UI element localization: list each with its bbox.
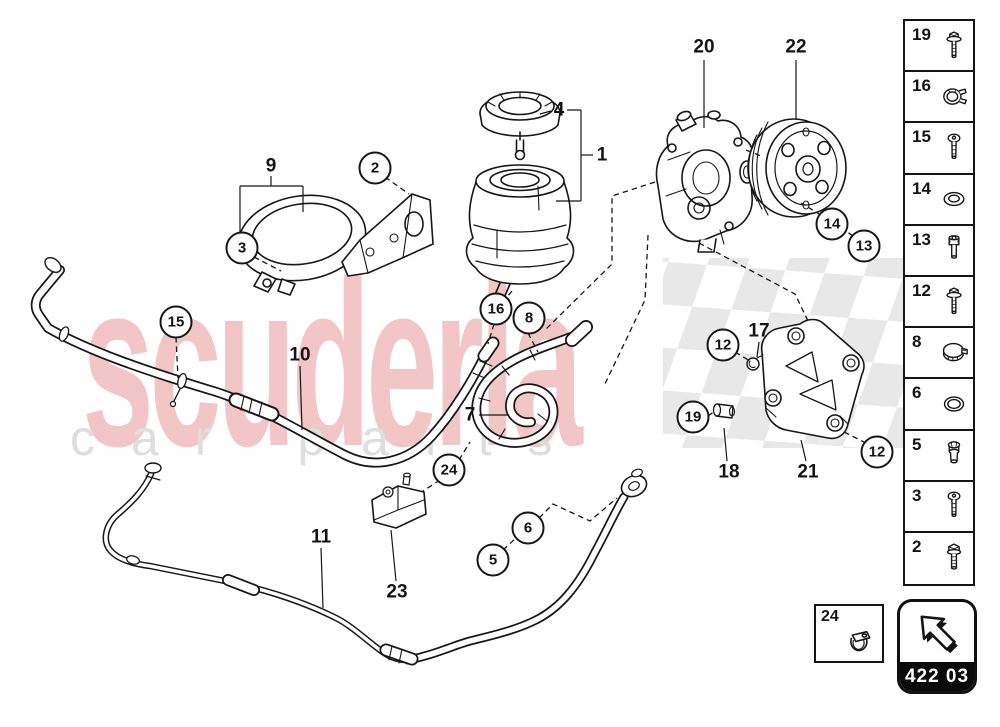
sidebar-item-8[interactable]: 8 bbox=[905, 328, 973, 380]
callout-3[interactable]: 3 bbox=[225, 231, 259, 265]
part-steering-pump bbox=[655, 110, 755, 253]
label-7[interactable]: 7 bbox=[464, 404, 476, 426]
leader-lines-solid bbox=[239, 60, 807, 609]
sidebar-item-number: 2 bbox=[912, 536, 922, 556]
parts-sidebar: 19 16 15 14 13 12 8 6 5 3 bbox=[903, 19, 975, 587]
section-code: 422 03 bbox=[900, 662, 974, 691]
p-clamp-icon bbox=[836, 621, 880, 661]
label-11[interactable]: 11 bbox=[310, 526, 332, 548]
sidebar-item-13[interactable]: 13 bbox=[905, 225, 973, 277]
sidebar-item-15[interactable]: 15 bbox=[905, 123, 973, 175]
label-21[interactable]: 21 bbox=[797, 461, 819, 483]
label-17[interactable]: 17 bbox=[748, 320, 770, 342]
sidebar-item-2[interactable]: 2 bbox=[905, 532, 973, 585]
callout-12[interactable]: 12 bbox=[706, 328, 740, 362]
callout-5[interactable]: 5 bbox=[476, 543, 510, 577]
callout-19[interactable]: 19 bbox=[676, 400, 710, 434]
sidebar-item-number: 12 bbox=[912, 280, 931, 300]
sidebar-item-12[interactable]: 12 bbox=[905, 276, 973, 329]
label-9[interactable]: 9 bbox=[265, 155, 277, 177]
label-18[interactable]: 18 bbox=[718, 461, 740, 483]
sidebar-item-number: 19 bbox=[912, 25, 931, 44]
sidebar-item-number: 14 bbox=[912, 178, 931, 198]
part-return-pipe bbox=[102, 462, 648, 666]
label-10[interactable]: 10 bbox=[289, 344, 311, 366]
label-22[interactable]: 22 bbox=[785, 36, 807, 58]
part-supply-hose bbox=[30, 257, 500, 468]
part-reservoir-bracket bbox=[237, 193, 434, 296]
sidebar-item-14[interactable]: 14 bbox=[905, 174, 973, 226]
label-1[interactable]: 1 bbox=[596, 144, 608, 166]
flange-bolt-icon bbox=[939, 282, 969, 322]
sidebar-item-16[interactable]: 16 bbox=[905, 72, 973, 124]
part-clip-17 bbox=[746, 354, 764, 371]
callout-8[interactable]: 8 bbox=[512, 301, 546, 335]
sidebar-item-6[interactable]: 6 bbox=[905, 379, 973, 431]
part-reservoir bbox=[465, 164, 575, 319]
callout-15[interactable]: 15 bbox=[159, 305, 193, 339]
hex-bolt-icon bbox=[939, 538, 969, 578]
pan-screw-icon bbox=[939, 128, 969, 168]
part-bushing-18 bbox=[712, 403, 736, 419]
section-nav-box[interactable]: 422 03 bbox=[897, 599, 977, 694]
callout-6[interactable]: 6 bbox=[511, 511, 545, 545]
callout-12[interactable]: 12 bbox=[860, 435, 894, 469]
leader-lines-dashed bbox=[175, 149, 867, 551]
sidebar-item-number: 13 bbox=[912, 229, 931, 249]
banjo-bolt-icon bbox=[939, 435, 969, 475]
washer-icon bbox=[939, 179, 969, 219]
label-23[interactable]: 23 bbox=[386, 581, 408, 603]
label-4[interactable]: 4 bbox=[553, 99, 565, 121]
sidebar-item-19[interactable]: 19 bbox=[905, 21, 973, 73]
sidebar-item-number: 16 bbox=[912, 76, 931, 96]
callout-16[interactable]: 16 bbox=[479, 292, 513, 326]
sidebar-item-3[interactable]: 3 bbox=[905, 481, 973, 533]
label-20[interactable]: 20 bbox=[693, 36, 715, 58]
part-pulley bbox=[747, 118, 847, 218]
hose-clamp-icon bbox=[939, 333, 969, 373]
callout-13[interactable]: 13 bbox=[847, 229, 881, 263]
callout-24[interactable]: 24 bbox=[432, 453, 466, 487]
part-small-bracket-23 bbox=[371, 472, 427, 529]
seal-ring-icon bbox=[939, 384, 969, 424]
sidebar-item-number: 6 bbox=[912, 383, 922, 403]
clamp-thumbnail-box[interactable]: 24 bbox=[814, 604, 884, 663]
callout-2[interactable]: 2 bbox=[358, 151, 392, 185]
sidebar-item-number: 8 bbox=[912, 332, 922, 352]
sidebar-item-5[interactable]: 5 bbox=[905, 430, 973, 482]
sidebar-item-number: 3 bbox=[912, 485, 922, 505]
spring-clamp-icon bbox=[939, 77, 969, 117]
sidebar-item-number: 15 bbox=[912, 127, 931, 147]
block-arrow-icon bbox=[900, 602, 974, 662]
socket-bolt-icon bbox=[939, 230, 969, 270]
sidebar-item-number: 5 bbox=[912, 434, 922, 454]
flange-bolt-icon bbox=[939, 26, 969, 66]
part-reservoir-cap bbox=[479, 91, 561, 161]
callout-14[interactable]: 14 bbox=[815, 207, 849, 241]
part-loop-hose bbox=[471, 320, 593, 448]
part-mount-bracket bbox=[760, 318, 865, 440]
clamp-thumbnail-number: 24 bbox=[821, 608, 839, 625]
pan-screw-icon bbox=[939, 486, 969, 526]
